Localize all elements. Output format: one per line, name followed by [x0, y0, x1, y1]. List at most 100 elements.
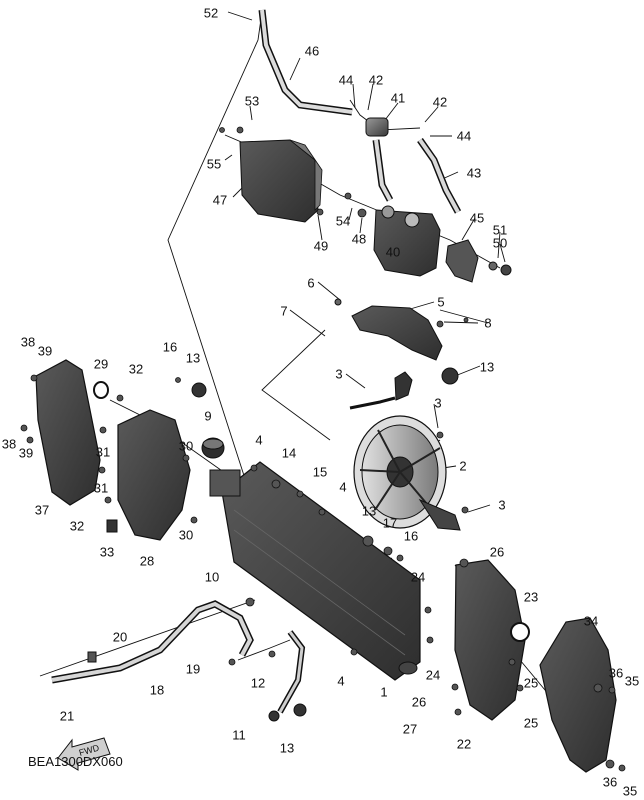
lower-radiator-hose: [51, 600, 254, 684]
callout-label[interactable]: 54: [335, 213, 351, 229]
grommet-29: [93, 381, 109, 399]
callout-label[interactable]: 33: [99, 544, 115, 560]
right-side-cover: [539, 617, 617, 773]
upper-breather-hose: [258, 9, 353, 116]
grommet-13-left: [191, 382, 207, 398]
callout-label[interactable]: 47: [212, 192, 228, 208]
callout-label[interactable]: 10: [204, 569, 220, 585]
callout-label[interactable]: 15: [312, 464, 328, 480]
callout-label[interactable]: 45: [469, 210, 485, 226]
forward-arrow-icon: [57, 737, 111, 771]
callout-label[interactable]: 9: [204, 408, 212, 424]
callout-label[interactable]: 18: [149, 682, 165, 698]
callout-label[interactable]: 32: [69, 518, 85, 534]
callout-label[interactable]: 11: [232, 727, 246, 743]
callout-label[interactable]: 14: [281, 445, 297, 461]
callout-label[interactable]: 36: [602, 774, 618, 790]
callout-label[interactable]: 39: [37, 343, 53, 359]
grommet-33: [106, 519, 118, 533]
callout-label[interactable]: 19: [185, 661, 201, 677]
callout-label[interactable]: 7: [280, 303, 288, 319]
callout-label[interactable]: 29: [93, 356, 109, 372]
callout-label[interactable]: 30: [178, 527, 194, 543]
radiator-fan: [349, 371, 461, 531]
grommet-13-bottom: [293, 703, 307, 717]
callout-label[interactable]: 44: [456, 128, 472, 144]
callout-label[interactable]: 52: [203, 5, 219, 21]
fan-motor-bracket: [334, 298, 443, 361]
callout-label[interactable]: 35: [622, 783, 638, 799]
callout-label[interactable]: 13: [361, 503, 377, 519]
callout-label[interactable]: 25: [523, 715, 539, 731]
callout-label[interactable]: 42: [368, 72, 384, 88]
callout-label[interactable]: 35: [624, 673, 640, 689]
callout-label[interactable]: 17: [382, 515, 398, 531]
coolant-reservoir-tank: [373, 205, 441, 277]
callout-label[interactable]: 55: [206, 156, 222, 172]
callout-label[interactable]: 41: [390, 90, 406, 106]
callout-label[interactable]: 24: [425, 667, 441, 683]
callout-label[interactable]: 31: [95, 444, 111, 460]
callout-label[interactable]: 23: [523, 589, 539, 605]
callout-label[interactable]: 16: [162, 339, 178, 355]
callout-label[interactable]: 53: [244, 93, 260, 109]
callout-label[interactable]: 39: [18, 445, 34, 461]
callout-label[interactable]: 32: [128, 361, 144, 377]
callout-label[interactable]: 42: [432, 94, 448, 110]
callout-label[interactable]: 44: [338, 72, 354, 88]
callout-label[interactable]: 49: [313, 238, 329, 254]
callout-label[interactable]: 4: [255, 432, 263, 448]
callout-label[interactable]: 1: [380, 684, 388, 700]
callout-label[interactable]: 34: [583, 613, 599, 629]
callout-label[interactable]: 13: [279, 740, 295, 756]
callout-label[interactable]: 21: [59, 708, 75, 724]
left-side-cover: [35, 359, 101, 506]
callout-label[interactable]: 3: [434, 395, 442, 411]
radiator: [209, 461, 421, 681]
callout-label[interactable]: 48: [351, 231, 367, 247]
callout-label[interactable]: 50: [492, 235, 508, 251]
callout-label[interactable]: 8: [484, 315, 492, 331]
callout-label[interactable]: 46: [304, 43, 320, 59]
callout-label[interactable]: 40: [385, 244, 401, 260]
callout-label[interactable]: 22: [456, 736, 472, 752]
callout-label[interactable]: 3: [498, 497, 506, 513]
callout-label[interactable]: 4: [339, 479, 347, 495]
callout-label[interactable]: 16: [403, 528, 419, 544]
callout-label[interactable]: 30: [178, 438, 194, 454]
callout-label[interactable]: 27: [402, 721, 418, 737]
coolant-pipe: [268, 630, 306, 722]
left-inner-panel: [117, 409, 191, 541]
reservoir-bracket: [445, 239, 479, 283]
callout-label[interactable]: 28: [139, 553, 155, 569]
callout-label[interactable]: 3: [335, 366, 343, 382]
callout-label[interactable]: 13: [479, 359, 495, 375]
reservoir-bolts: [488, 261, 512, 276]
callout-label[interactable]: 24: [410, 569, 426, 585]
callout-label[interactable]: 2: [459, 458, 467, 474]
callout-label[interactable]: 20: [112, 629, 128, 645]
callout-label[interactable]: 31: [93, 480, 109, 496]
callout-label[interactable]: 5: [437, 294, 445, 310]
callout-label[interactable]: 13: [185, 350, 201, 366]
callout-label[interactable]: 51: [492, 222, 508, 238]
callout-label[interactable]: 36: [608, 665, 624, 681]
callout-label[interactable]: 38: [20, 334, 36, 350]
hose-joint: [365, 117, 389, 137]
callout-label[interactable]: 26: [411, 694, 427, 710]
callout-label[interactable]: 38: [1, 436, 17, 452]
cap-13-top: [441, 367, 459, 385]
hose-clip-20: [87, 651, 97, 663]
callout-label[interactable]: 37: [34, 502, 50, 518]
callout-label[interactable]: 4: [337, 673, 345, 689]
callout-label[interactable]: 12: [250, 675, 266, 691]
reservoir-hose: [372, 137, 462, 214]
callout-label[interactable]: 26: [489, 544, 505, 560]
fasteners: [20, 126, 626, 772]
callout-label[interactable]: 43: [466, 165, 482, 181]
right-inner-panel: [454, 559, 526, 721]
callout-label[interactable]: 25: [523, 675, 539, 691]
callout-label[interactable]: 6: [307, 275, 315, 291]
grommet-23: [510, 622, 530, 642]
